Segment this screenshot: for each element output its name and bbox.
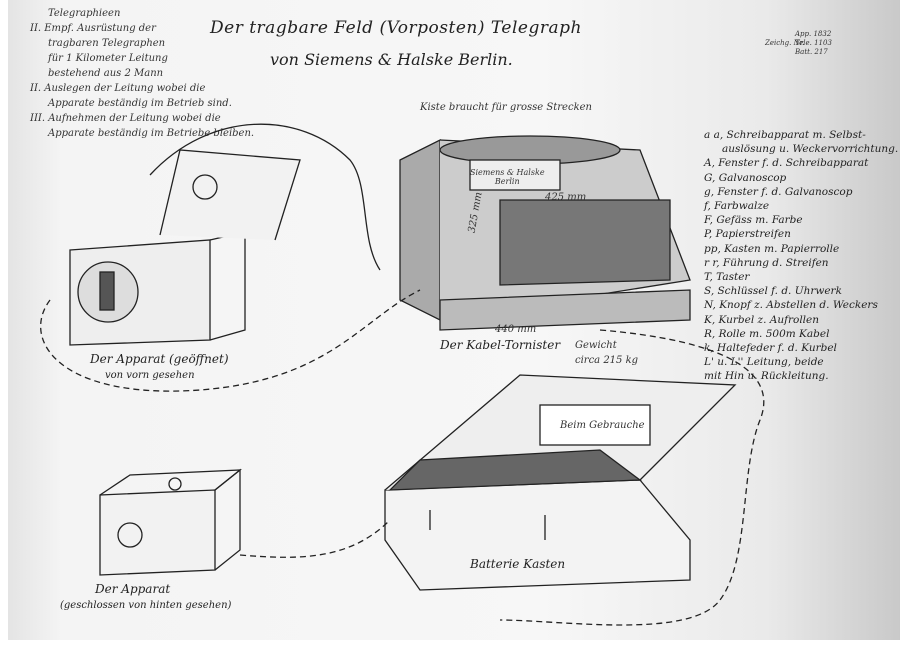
tornister-note: Gewicht circa 215 kg bbox=[575, 338, 638, 368]
battery-box-drawing bbox=[384, 374, 737, 591]
note-line: II. Auslegen der Leitung wobei die bbox=[30, 83, 206, 94]
note-line: III. Aufnehmen der Leitung wobei die bbox=[30, 113, 221, 124]
note-line: für 1 Kilometer Leitung bbox=[48, 53, 168, 64]
legend-item: G, Galvanoscop bbox=[704, 171, 787, 184]
cable-line bbox=[499, 329, 765, 626]
caption-apparatus-closed-sub: (geschlossen von hinten gesehen) bbox=[60, 600, 232, 611]
tornister-note-line: circa 215 kg bbox=[575, 355, 639, 366]
brand-plate-line: Siemens & Halske bbox=[470, 168, 545, 177]
archive-note: Zeichg. Nr. App. 1832 Tele. 1103 Batt. 2… bbox=[765, 30, 832, 57]
legend-item: f, Farbwalze bbox=[704, 200, 770, 213]
legend-item: K, Kurbel z. Aufrollen bbox=[704, 313, 820, 326]
note-line: Apparate beständig im Betriebe bleiben. bbox=[48, 128, 255, 139]
legend-item: T, Taster bbox=[704, 271, 750, 284]
note-line: Telegraphieen bbox=[48, 8, 121, 19]
caption-apparatus-open-sub: von vorn gesehen bbox=[105, 370, 195, 381]
tornister-top-note: Kiste braucht für grosse Strecken bbox=[420, 102, 592, 113]
legend-item: N, Knopf z. Abstellen d. Weckers bbox=[704, 299, 878, 312]
cable-line bbox=[239, 519, 391, 558]
caption-tornister: Der Kabel-Tornister bbox=[440, 338, 561, 352]
legend-item: L' u. L'' Leitung, beide bbox=[704, 356, 824, 369]
apparatus-open-drawing bbox=[69, 123, 381, 346]
legend-item: r r, Führung d. Streifen bbox=[704, 256, 829, 269]
battery-lid-label: Beim Gebrauche bbox=[560, 420, 645, 431]
legend-item: a a, Schreibapparat m. Selbst- bbox=[704, 129, 866, 141]
note-line: Apparate beständig im Betrieb sind. bbox=[48, 98, 232, 109]
apparatus-closed-drawing bbox=[99, 468, 242, 576]
cable-line bbox=[40, 289, 421, 392]
archive-label: Zeichg. Nr. bbox=[765, 39, 805, 47]
legend-item: mit Hin u. Rückleitung. bbox=[704, 370, 829, 383]
legend-item: k, Haltefeder f. d. Kurbel bbox=[704, 342, 837, 355]
legend: a a, Schreibapparat m. Selbst- auslösung… bbox=[704, 128, 898, 384]
legend-item: pp, Kasten m. Papierrolle bbox=[704, 242, 840, 255]
brand-plate-line: Berlin bbox=[494, 177, 520, 186]
archive-line: App. 1832 bbox=[795, 30, 832, 38]
archive-line: Tele. 1103 bbox=[795, 39, 832, 47]
legend-item: S, Schlüssel f. d. Uhrwerk bbox=[704, 285, 842, 298]
legend-item: A, Fenster f. d. Schreibapparat bbox=[704, 157, 869, 170]
handwritten-notes: Telegraphieen II. Empf. Ausrüstung der t… bbox=[30, 6, 254, 141]
dimension-440: 440 mm bbox=[495, 324, 537, 335]
caption-apparatus-closed: Der Apparat bbox=[95, 582, 171, 596]
legend-item: g, Fenster f. d. Galvanoscop bbox=[704, 185, 853, 198]
cable-tornister-drawing bbox=[399, 135, 691, 331]
note-line: bestehend aus 2 Mann bbox=[48, 68, 164, 79]
title-line-1: Der tragbare Feld (Vorposten) Telegraph bbox=[210, 18, 582, 38]
tornister-note-line: Gewicht bbox=[575, 340, 617, 351]
legend-item: R, Rolle m. 500m Kabel bbox=[704, 327, 830, 340]
note-line: tragbaren Telegraphen bbox=[48, 38, 166, 49]
brand-plate: Siemens & Halske Berlin bbox=[470, 168, 545, 186]
archive-line: Batt. 217 bbox=[795, 48, 828, 56]
legend-item: auslösung u. Weckervorrichtung. bbox=[722, 143, 899, 156]
caption-apparatus-open: Der Apparat (geöffnet) bbox=[90, 352, 229, 366]
caption-battery: Batterie Kasten bbox=[470, 557, 566, 571]
legend-item: F, Gefäss m. Farbe bbox=[704, 214, 803, 227]
legend-item: P, Papierstreifen bbox=[704, 228, 791, 241]
dimension-425: 425 mm bbox=[545, 192, 587, 203]
note-line: II. Empf. Ausrüstung der bbox=[30, 23, 156, 34]
title-line-2: von Siemens & Halske Berlin. bbox=[270, 50, 513, 69]
